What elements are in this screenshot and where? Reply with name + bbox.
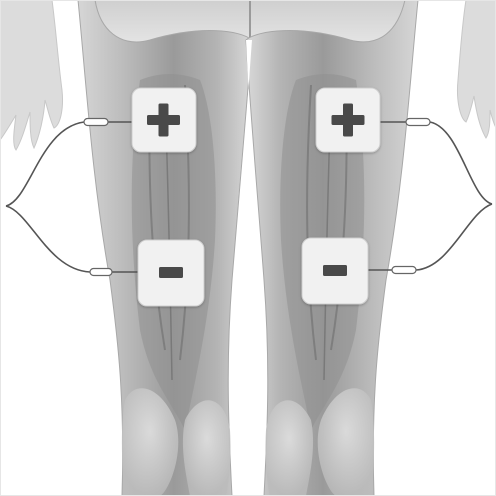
electrode-pad-right-upper bbox=[316, 88, 380, 152]
minus-icon bbox=[323, 265, 347, 276]
plus-icon-bar-v bbox=[159, 104, 169, 137]
connector-left-upper bbox=[84, 119, 108, 126]
electrode-pad-left-lower bbox=[138, 240, 204, 306]
electrode-pad-right-lower bbox=[302, 238, 368, 304]
minus-icon bbox=[159, 267, 183, 278]
connector-left-lower bbox=[90, 269, 112, 276]
electrode-pad-left-upper bbox=[132, 88, 196, 152]
connector-right-lower bbox=[392, 267, 416, 274]
connector-right-upper bbox=[406, 119, 430, 126]
plus-icon-bar-v bbox=[343, 104, 353, 137]
